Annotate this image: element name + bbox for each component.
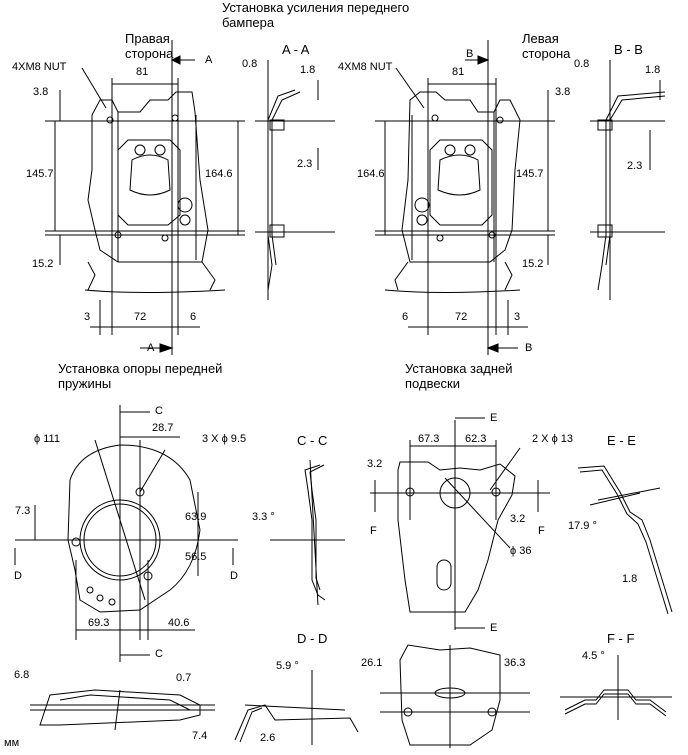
spring-dim-phi111: ϕ 111	[34, 433, 60, 445]
spring-dim-holes: 3 X ϕ 9.5	[202, 433, 247, 445]
section-cc-profile	[270, 459, 345, 606]
section-dd-label: D - D	[297, 631, 328, 646]
marker-b-top: B	[466, 48, 474, 60]
units-label: мм	[4, 737, 20, 749]
marker-a-bottom: A	[147, 342, 155, 354]
left-bracket-front-view	[375, 40, 555, 355]
left-dim-81: 81	[452, 66, 465, 78]
section-ee-label: E - E	[607, 433, 636, 448]
nut-label-right: 4XM8 NUT	[12, 61, 67, 73]
dd-dim-angle: 5.9 °	[276, 660, 299, 672]
rear-dim-holes: 2 X ϕ 13	[532, 433, 574, 445]
aa-dim-1-8: 1.8	[300, 64, 316, 76]
rear-suspension-side-view	[380, 644, 530, 748]
spring-mount-plan-view	[14, 405, 238, 662]
right-dim-3: 3	[84, 311, 91, 323]
rear-suspension-plan-view	[370, 417, 550, 630]
bumper-title: Установка усиления переднего бампера	[222, 0, 410, 30]
ee-dim-angle: 17.9 °	[568, 520, 597, 532]
right-dim-164-6: 164.6	[205, 168, 233, 180]
section-aa-label: A - A	[282, 42, 310, 57]
spring-dim-28-7: 28.7	[152, 422, 174, 434]
spring-mount-side-view	[30, 689, 215, 731]
rear-side-dim-36-3: 36.3	[504, 657, 526, 669]
spring-dim-7-3: 7.3	[15, 505, 31, 517]
spring-dim-63-9: 63.9	[185, 511, 207, 523]
marker-c-bottom: C	[155, 648, 163, 660]
marker-d-right: D	[230, 570, 238, 582]
marker-c-top: C	[155, 405, 163, 417]
section-aa-profile	[255, 60, 335, 300]
section-dd-profile	[234, 670, 359, 745]
spring-side-dim-7-4: 7.4	[192, 730, 208, 742]
rear-side-dim-26-1: 26.1	[361, 657, 383, 669]
section-ee-profile	[577, 465, 673, 615]
marker-b-bottom: B	[525, 342, 533, 354]
left-dim-3: 3	[514, 311, 521, 323]
section-ff-label: F - F	[607, 631, 635, 646]
dd-dim-2-6: 2.6	[260, 732, 276, 744]
rear-title: Установка задней подвески	[405, 361, 513, 391]
rear-dim-3-2-left: 3.2	[367, 458, 383, 470]
right-dim-6: 6	[190, 311, 197, 323]
ee-dim-1-8: 1.8	[622, 573, 638, 585]
left-side-label: Левая сторона	[522, 31, 571, 61]
marker-d-left: D	[14, 570, 22, 582]
right-dim-81: 81	[136, 66, 149, 78]
bb-dim-1-8: 1.8	[645, 64, 661, 76]
left-dim-15-2: 15.2	[522, 258, 544, 270]
marker-f-left: F	[370, 525, 377, 537]
spring-dim-69-3: 69.3	[88, 617, 110, 629]
spring-side-dim-0-7: 0.7	[176, 672, 192, 684]
left-dim-164-6: 164.6	[357, 168, 385, 180]
spring-dim-40-6: 40.6	[168, 617, 190, 629]
rear-dim-67-3: 67.3	[418, 433, 440, 445]
right-dim-3-8: 3.8	[33, 86, 49, 98]
aa-dim-2-3: 2.3	[297, 158, 313, 170]
marker-a-top: A	[205, 54, 213, 66]
bb-dim-0-8: 0.8	[574, 58, 590, 70]
section-ff-profile	[560, 655, 672, 720]
right-dim-72: 72	[134, 311, 147, 323]
section-bb-label: B - B	[614, 42, 643, 57]
spring-side-dim-6-8: 6.8	[14, 669, 30, 681]
left-dim-6: 6	[402, 311, 409, 323]
left-dim-3-8: 3.8	[555, 86, 571, 98]
spring-dim-56-5: 56.5	[185, 551, 207, 563]
right-side-label: Правая сторона	[125, 31, 174, 61]
right-dim-15-2: 15.2	[32, 258, 54, 270]
ff-dim-angle: 4.5 °	[582, 650, 605, 662]
spring-title: Установка опоры передней пружины	[58, 361, 223, 391]
rear-dim-3-2-right: 3.2	[510, 513, 526, 525]
left-dim-72: 72	[455, 311, 468, 323]
nut-label-left: 4XM8 NUT	[338, 61, 393, 73]
left-dim-145-7: 145.7	[516, 168, 544, 180]
section-bb-profile	[590, 60, 666, 300]
cc-dim-angle: 3.3 °	[252, 511, 275, 523]
marker-e-bottom: E	[490, 622, 498, 634]
marker-e-top: E	[490, 412, 498, 424]
rear-dim-phi36: ϕ 36	[510, 545, 532, 557]
rear-dim-62-3: 62.3	[465, 433, 487, 445]
section-cc-label: C - C	[297, 433, 328, 448]
aa-dim-0-8: 0.8	[242, 58, 258, 70]
marker-f-right: F	[538, 525, 545, 537]
bb-dim-2-3: 2.3	[627, 160, 643, 172]
right-dim-145-7: 145.7	[26, 168, 54, 180]
right-bracket-front-view	[45, 40, 245, 355]
